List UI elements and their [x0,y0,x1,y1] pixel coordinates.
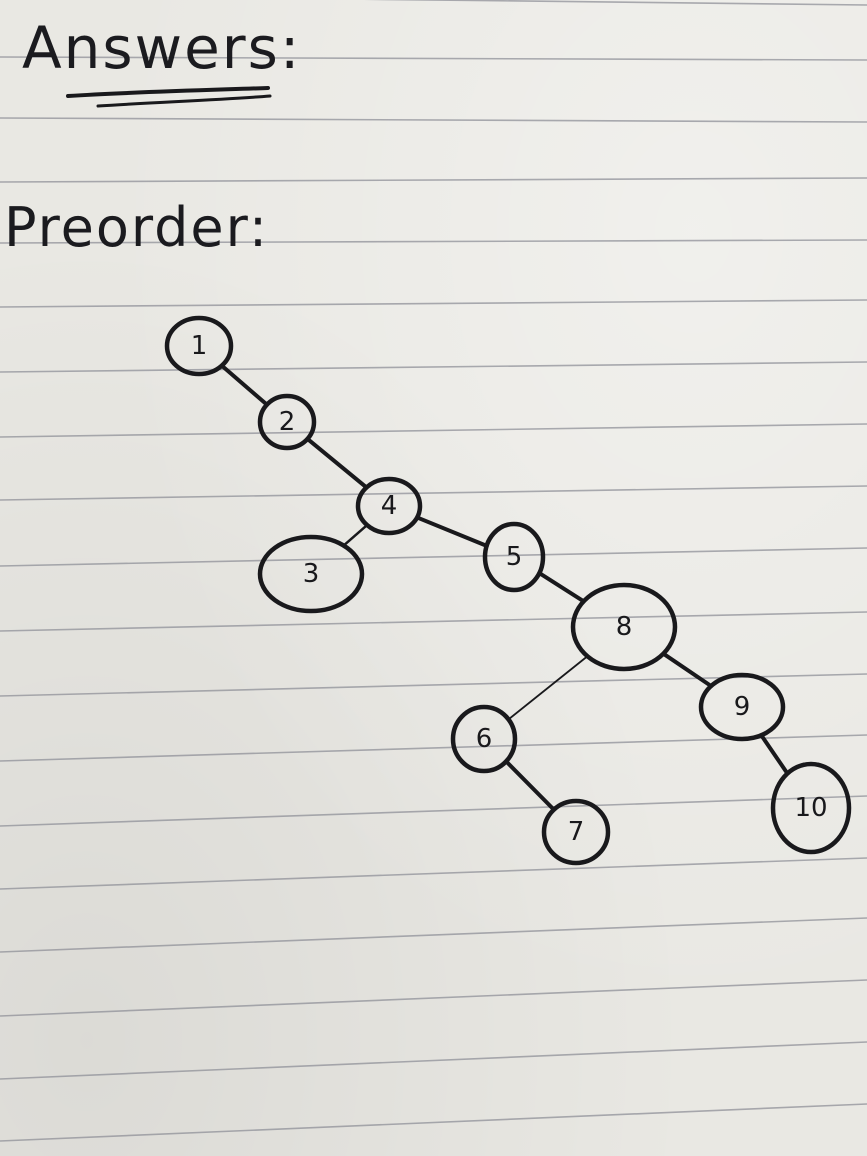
ruled-line [0,734,867,762]
tree-node-circle [570,582,678,672]
tree-node-circle [482,521,546,593]
tree-node-circle [355,476,423,536]
section-label: Preorder: [4,196,269,259]
ruled-line [0,917,867,953]
ruled-line [364,0,867,6]
ruled-line [0,857,867,890]
tree-node-label: 4 [381,491,398,521]
tree-node-label: 3 [303,559,320,589]
ruled-line [0,1103,867,1142]
ruled-line [0,361,867,373]
tree-node-n3: 3 [257,534,365,614]
tree-node-n2: 2 [257,393,317,451]
tree-edge-n1-n2 [219,363,269,407]
ruled-line [0,177,867,183]
ruled-line [0,611,867,632]
tree-node-label: 6 [476,724,493,754]
ruled-line [0,547,867,567]
tree-node-n8: 8 [570,582,678,672]
tree-node-label: 10 [794,793,827,823]
ruled-line [0,423,867,438]
tree-edge-n6-n7 [504,759,556,812]
tree-edge-n8-n6 [507,655,589,721]
tree-node-label: 5 [506,542,523,572]
tree-node-n9: 9 [698,672,786,742]
tree-node-label: 7 [568,817,585,847]
tree-edge-n4-n3 [342,523,369,547]
tree-node-n5: 5 [482,521,546,593]
title-underline [66,86,270,98]
tree-node-circle [450,704,518,774]
ruled-line [0,117,867,123]
tree-node-n10: 10 [770,761,852,855]
tree-node-circle [164,315,234,377]
tree-node-circle [257,393,317,451]
tree-node-label: 8 [616,612,633,642]
tree-node-label: 2 [279,407,296,437]
ruled-line [0,485,867,501]
ruled-line [0,1041,867,1080]
tree-node-label: 1 [191,331,208,361]
tree-edge-n5-n8 [537,571,586,604]
ruled-line [0,239,867,244]
tree-node-n7: 7 [541,798,611,866]
tree-node-n1: 1 [164,315,234,377]
tree-nodes: 1 2 4 3 5 8 6 7 9 10 [164,315,852,866]
tree-edges [219,363,790,812]
ruled-line [0,979,867,1017]
tree-node-circle [257,534,365,614]
tree-node-circle [698,672,786,742]
ruled-line [0,795,867,827]
ruled-line [0,56,867,61]
tree-node-n6: 6 [450,704,518,774]
tree-node-circle [541,798,611,866]
tree-node-label: 9 [734,692,751,722]
tree-edge-n9-n10 [759,733,790,776]
tree-node-n4: 4 [355,476,423,536]
title-underline-second [96,94,272,108]
tree-edge-n2-n4 [305,436,369,490]
tree-edge-n4-n5 [415,515,489,548]
page-title: Answers: [22,14,301,82]
tree-edge-n8-n9 [661,651,714,689]
ruled-line [0,299,867,308]
tree-node-circle [770,761,852,855]
